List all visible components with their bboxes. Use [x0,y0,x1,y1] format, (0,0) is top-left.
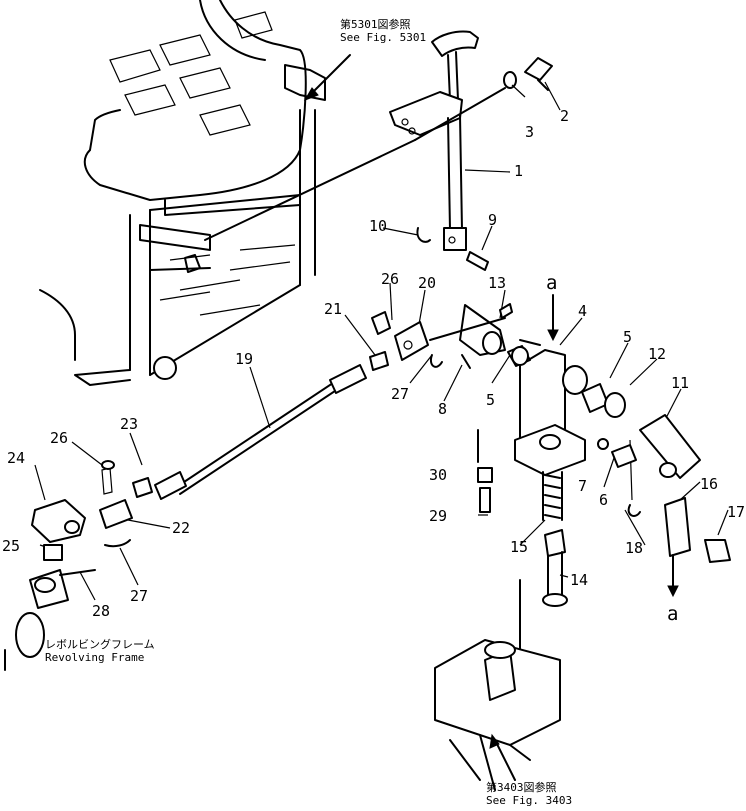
part-number-10: 10 [369,217,387,235]
control-rod [99,364,367,529]
part-number-23: 23 [120,415,138,433]
center-bracket [477,339,637,513]
side-lever [627,414,731,598]
part-number-25: 25 [2,537,20,555]
lever-assembly [204,30,553,251]
part-number-1: 1 [514,162,523,180]
part-number-17: 17 [727,503,745,521]
part-number-29: 29 [429,507,447,525]
linkage-parts [369,227,513,371]
part-number-20: 20 [418,274,436,292]
part-number-3: 3 [525,123,534,141]
ref-top-jp: 第5301図参照 [340,17,411,31]
part-number-5b: 5 [486,391,495,409]
part-number-26a: 26 [381,270,399,288]
part-number-11: 11 [671,374,689,392]
part-number-12: 12 [648,345,666,363]
part-number-19: 19 [235,350,253,368]
part-number-6: 6 [599,491,608,509]
seat-assembly [39,0,326,386]
leader-lines [34,81,729,601]
part-number-28: 28 [92,602,110,620]
part-number-27b: 27 [130,587,148,605]
arrow-label-top: a [546,272,557,294]
ref-bottom-en: See Fig. 3403 [486,794,572,807]
reference-arrows [303,54,516,781]
part-number-14: 14 [570,571,588,589]
part-number-21: 21 [324,300,342,318]
left-bracket [4,499,131,671]
part-number-30: 30 [429,466,447,484]
arrow-a-top [547,294,559,342]
ref-frame-en: Revolving Frame [45,651,144,664]
ref-frame-jp: レボルビングフレーム [45,637,155,651]
part-number-18: 18 [625,539,643,557]
part-number-13: 13 [488,274,506,292]
ref-top-en: See Fig. 5301 [340,31,426,44]
part-number-9: 9 [488,211,497,229]
part-number-27a: 27 [391,385,409,403]
spring-and-pin [434,471,568,791]
ref-bottom-jp: 第3403図参照 [486,780,557,794]
part-number-2: 2 [560,107,569,125]
part-number-22: 22 [172,519,190,537]
part-number-26b: 26 [50,429,68,447]
part-number-4: 4 [578,302,587,320]
part-number-24: 24 [7,449,25,467]
part-number-8: 8 [438,400,447,418]
arrow-label-bottom: a [667,603,678,625]
part-number-7: 7 [578,477,587,495]
part-number-16: 16 [700,475,718,493]
part-number-15: 15 [510,538,528,556]
part-number-5a: 5 [623,328,632,346]
